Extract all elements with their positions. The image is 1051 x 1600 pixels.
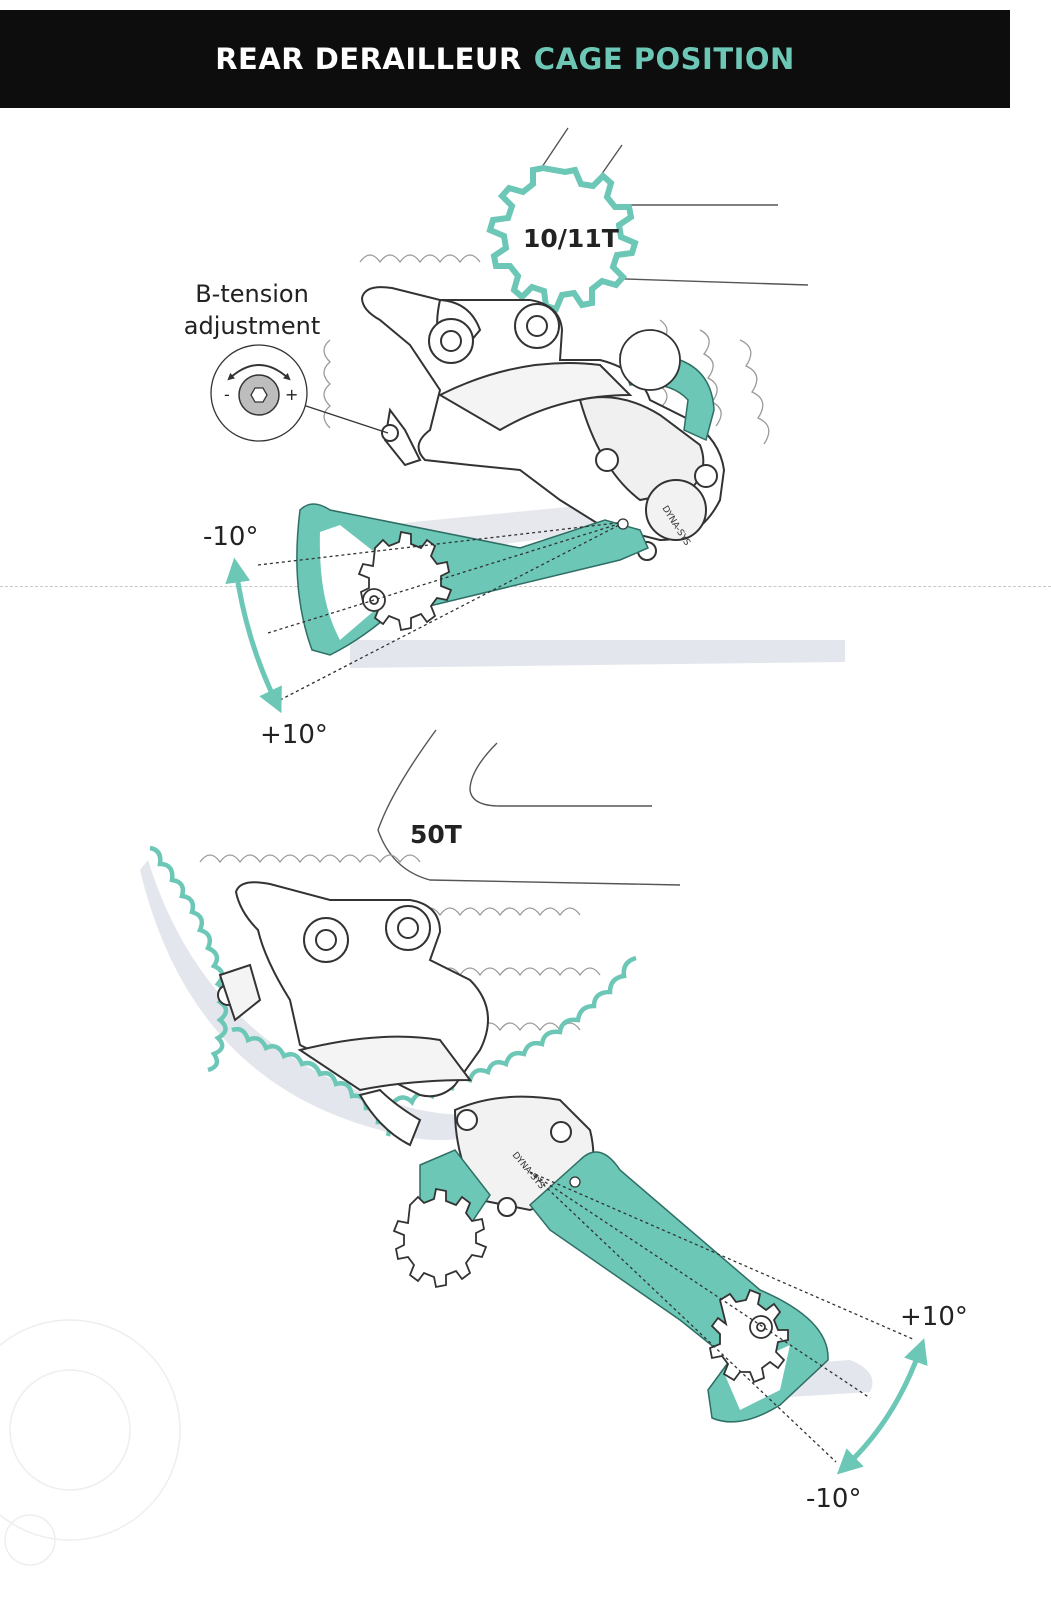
page-title: REAR DERAILLEUR CAGE POSITION	[215, 42, 795, 76]
header-bar: REAR DERAILLEUR CAGE POSITION	[0, 10, 1010, 108]
top-angle-upper-label: -10°	[203, 522, 259, 552]
bottom-cassette-outline	[199, 854, 601, 1032]
b-tension-label-line1: B-tension	[195, 280, 309, 308]
bottom-frame-dropout	[377, 729, 681, 886]
bottom-lower-pulley	[708, 1288, 789, 1384]
top-pivot-point	[617, 518, 629, 530]
bottom-angle-upper-label: +10°	[900, 1302, 968, 1332]
top-angle-lower-label: +10°	[260, 720, 328, 750]
bottom-cog-label: 50T	[410, 820, 462, 849]
b-tension-inset: - +	[210, 344, 389, 442]
bottom-angle-lower-label: -10°	[806, 1484, 862, 1514]
top-upper-pulley	[619, 329, 681, 391]
b-tension-label: B-tension adjustment	[172, 278, 332, 342]
top-angle-arrow	[225, 557, 282, 714]
top-lower-pulley	[357, 530, 453, 632]
bottom-derailleur-group: DYNA-SYS	[140, 729, 928, 1475]
watermark-cog	[0, 1319, 181, 1566]
top-derailleur-body	[360, 286, 726, 561]
page-fold-line	[0, 586, 1051, 587]
b-tension-label-line2: adjustment	[183, 312, 321, 340]
bottom-angle-guides	[529, 1171, 916, 1463]
top-derailleur-group: DYNA-SYS	[210, 127, 845, 714]
title-main: REAR DERAILLEUR	[215, 42, 522, 76]
bottom-angle-arrow	[836, 1338, 928, 1475]
bottom-pivot-point	[569, 1176, 581, 1188]
b-tension-plus: +	[285, 385, 298, 404]
title-accent: CAGE POSITION	[533, 42, 795, 76]
bottom-cog-shadow	[140, 860, 500, 1140]
top-small-cog	[486, 164, 639, 313]
bottom-upper-pulley	[392, 1187, 488, 1289]
bottom-derailleur-body	[217, 881, 595, 1217]
b-tension-rotate-arrow	[227, 364, 291, 381]
top-chain-shadow	[350, 640, 845, 668]
bottom-cage-plate	[419, 1149, 829, 1423]
top-cog-label: 10/11T	[523, 224, 619, 253]
top-angle-guides	[257, 521, 626, 701]
b-tension-minus: -	[224, 385, 230, 404]
